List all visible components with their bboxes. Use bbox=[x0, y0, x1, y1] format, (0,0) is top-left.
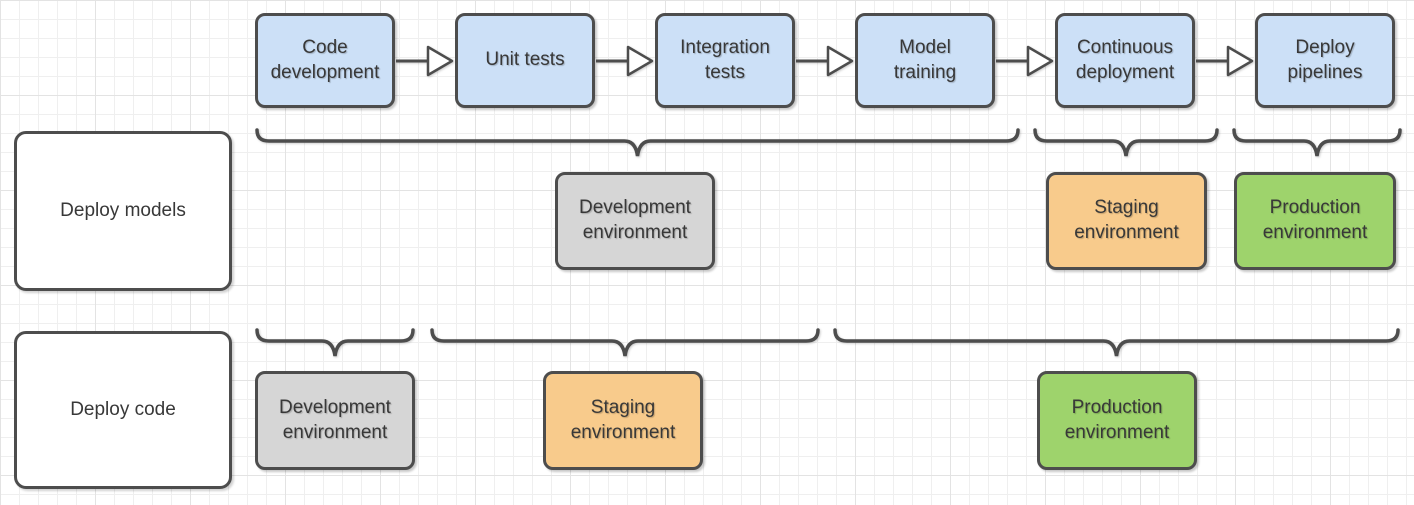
brace-deploy-models-development[interactable] bbox=[255, 127, 1020, 159]
env-label: Staging environment bbox=[570, 396, 676, 443]
brace-deploy-code-production[interactable] bbox=[833, 327, 1400, 359]
env-box-models-production[interactable]: Production environment bbox=[1234, 172, 1396, 270]
step-label: Code development bbox=[270, 36, 380, 83]
step-label: Model training bbox=[893, 36, 957, 83]
step-label: Integration tests bbox=[680, 36, 770, 83]
row-label-deploy-models[interactable]: Deploy models bbox=[14, 131, 232, 291]
pipeline-step-model-training[interactable]: Model training bbox=[855, 13, 995, 108]
env-label: Development environment bbox=[579, 197, 691, 243]
flow-arrow-icon[interactable] bbox=[395, 43, 455, 79]
env-box-models-staging[interactable]: Staging environment bbox=[1046, 172, 1207, 270]
row-label-deploy-code[interactable]: Deploy code bbox=[14, 331, 232, 489]
pipeline-step-continuous-deployment[interactable]: Continuous deployment bbox=[1055, 13, 1195, 108]
env-box-code-staging[interactable]: Staging environment bbox=[543, 371, 703, 470]
env-label: Production environment bbox=[1064, 396, 1170, 443]
flow-arrow-icon[interactable] bbox=[795, 43, 855, 79]
brace-deploy-code-development[interactable] bbox=[255, 327, 415, 359]
row-label-text: Deploy code bbox=[70, 398, 176, 420]
env-box-models-development[interactable]: Development environment bbox=[555, 172, 715, 270]
step-label: Continuous deployment bbox=[1075, 36, 1175, 83]
env-label: Development environment bbox=[279, 396, 391, 443]
pipeline-step-integration-tests[interactable]: Integration tests bbox=[655, 13, 795, 108]
flow-arrow-icon[interactable] bbox=[995, 43, 1055, 79]
step-label: Unit tests bbox=[485, 49, 565, 71]
row-label-text: Deploy models bbox=[60, 199, 186, 221]
pipeline-step-deploy-pipelines[interactable]: Deploy pipelines bbox=[1255, 13, 1395, 108]
flow-arrow-icon[interactable] bbox=[595, 43, 655, 79]
pipeline-step-code-development[interactable]: Code development bbox=[255, 13, 395, 108]
flow-arrow-icon[interactable] bbox=[1195, 43, 1255, 79]
pipeline-step-unit-tests[interactable]: Unit tests bbox=[455, 13, 595, 108]
env-box-code-development[interactable]: Development environment bbox=[255, 371, 415, 470]
env-label: Production environment bbox=[1262, 197, 1368, 243]
brace-deploy-code-staging[interactable] bbox=[430, 327, 820, 359]
step-label: Deploy pipelines bbox=[1287, 36, 1363, 83]
brace-deploy-models-production[interactable] bbox=[1232, 127, 1402, 159]
brace-deploy-models-staging[interactable] bbox=[1033, 127, 1219, 159]
env-label: Staging environment bbox=[1074, 197, 1179, 243]
env-box-code-production[interactable]: Production environment bbox=[1037, 371, 1197, 470]
